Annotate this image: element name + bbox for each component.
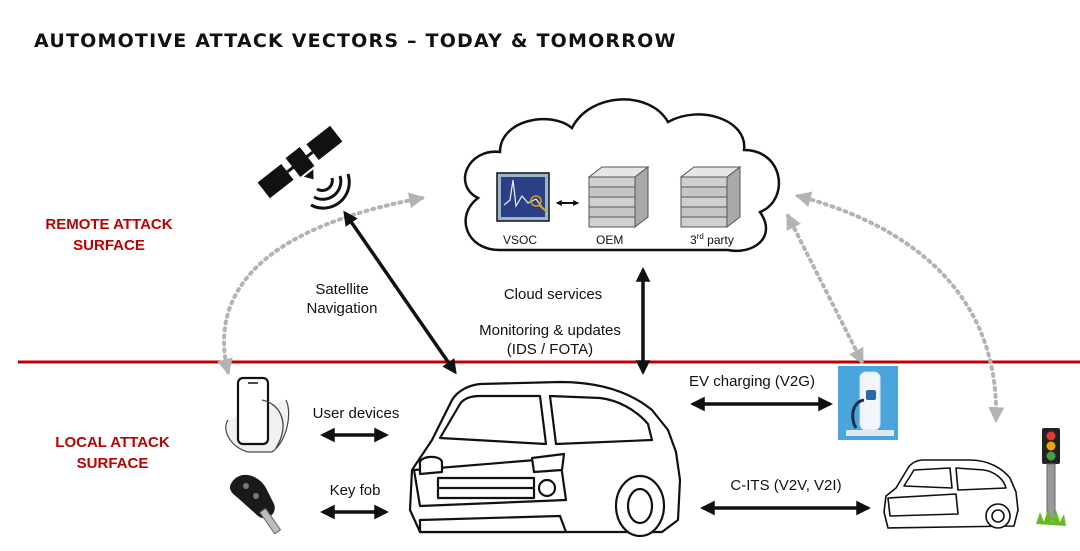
cloud-services-label: Cloud services (503, 286, 603, 303)
monitor-icon (496, 172, 550, 222)
traffic-light-icon (1036, 428, 1066, 526)
satellite-icon (257, 125, 343, 199)
user-devices-label: User devices (312, 405, 400, 422)
smartphone-icon (225, 376, 290, 453)
remote-label-line1: REMOTE ATTACK (45, 216, 173, 233)
ev-charging-label: EV charging (V2G) (689, 373, 815, 390)
satellite-navigation-label: Satellite Navigation (292, 280, 392, 318)
oem-label: OEM (596, 233, 624, 247)
ev-charger-icon (838, 366, 898, 440)
third-party-server-icon (679, 165, 742, 229)
car-icon (408, 380, 682, 538)
local-label-line2: SURFACE (76, 455, 149, 472)
satellite-label-line2: Navigation (306, 300, 378, 317)
remote-label-line2: SURFACE (73, 237, 145, 254)
remote-attack-surface-label: REMOTE ATTACK SURFACE (24, 214, 194, 256)
cits-label: C-ITS (V2V, V2I) (730, 477, 842, 494)
local-label-line1: LOCAL ATTACK (55, 434, 170, 451)
monitoring-label-line1: Monitoring & updates (479, 322, 621, 339)
third-party-text: party (703, 233, 734, 247)
satellite-signal-icon (310, 173, 351, 210)
third-party-ordinal: rd (696, 232, 704, 241)
satellite-car-arrow (343, 210, 457, 375)
server-icon (587, 165, 650, 229)
local-attack-surface-label: LOCAL ATTACK SURFACE (30, 432, 195, 474)
monitoring-label-line2: (IDS / FOTA) (506, 341, 594, 358)
monitoring-updates-label: Monitoring & updates (IDS / FOTA) (460, 321, 640, 359)
third-party-number: 3 (690, 233, 697, 247)
vsoc-label: VSOC (503, 233, 538, 247)
cloud-charger-dotted-arrow (786, 213, 864, 365)
key-fob-label: Key fob (329, 482, 381, 499)
third-party-label: 3rd party (690, 232, 734, 247)
key-fob-icon (230, 474, 282, 535)
page-title: AUTOMOTIVE ATTACK VECTORS – TODAY & TOMO… (34, 30, 677, 52)
cloud-traffic-dotted-arrow (794, 191, 1005, 424)
second-car-icon (883, 459, 1019, 529)
satellite-label-line1: Satellite (315, 281, 369, 298)
